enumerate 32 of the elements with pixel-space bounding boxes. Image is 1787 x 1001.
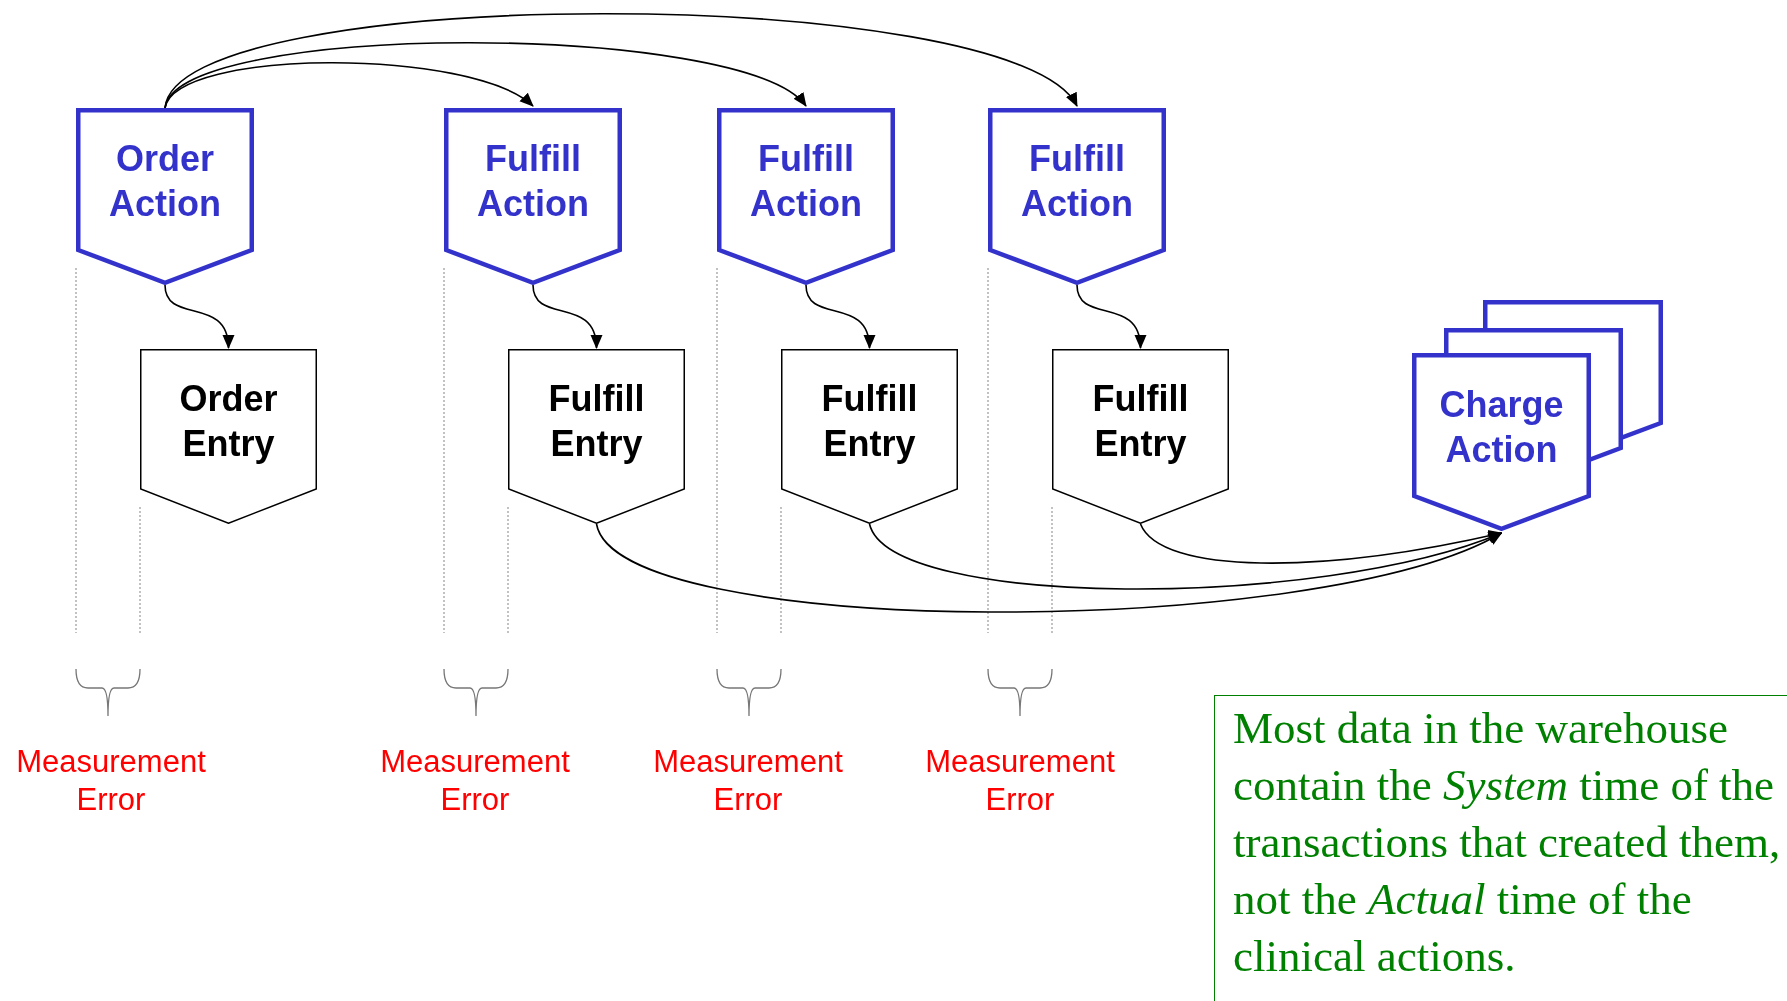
arrow [1139,523,1503,564]
measurement-label: Measurement Error [15,743,207,819]
arrow [164,12,1078,109]
stacked-action-pentagons [1412,300,1663,531]
arrow [164,41,807,109]
note-text: Most data in the warehouse contain the System time of the transactions that created them, not the Actual time of the clinical actions. [1233,702,1782,983]
node-label: Fulfill Action [749,137,863,226]
node-label: Order Entry [178,377,279,466]
action-pentagon [76,108,254,285]
entry-pentagon [781,349,958,524]
arrow [868,523,1503,590]
arrow [805,284,875,349]
node-label: Fulfill Entry [547,377,646,466]
node-label: Fulfill Action [1020,137,1134,226]
entry-pentagon [140,349,317,524]
entry-pentagon [1052,349,1229,524]
arrow [164,61,534,109]
node-label: Fulfill Entry [820,377,919,466]
node-label: Charge Action [1438,382,1565,472]
action-pentagon [717,108,895,285]
action-pentagon [988,108,1166,285]
node-label: Fulfill Action [476,137,590,226]
measurement-label: Measurement Error [652,743,844,819]
arrow [532,284,602,349]
arrow [164,284,234,349]
action-pentagon [444,108,622,285]
measurement-label: Measurement Error [924,743,1116,819]
node-label: Fulfill Entry [1091,377,1190,466]
node-label: Order Action [108,137,222,226]
entry-pentagon [508,349,685,524]
arrow [1076,284,1146,349]
measurement-label: Measurement Error [379,743,571,819]
